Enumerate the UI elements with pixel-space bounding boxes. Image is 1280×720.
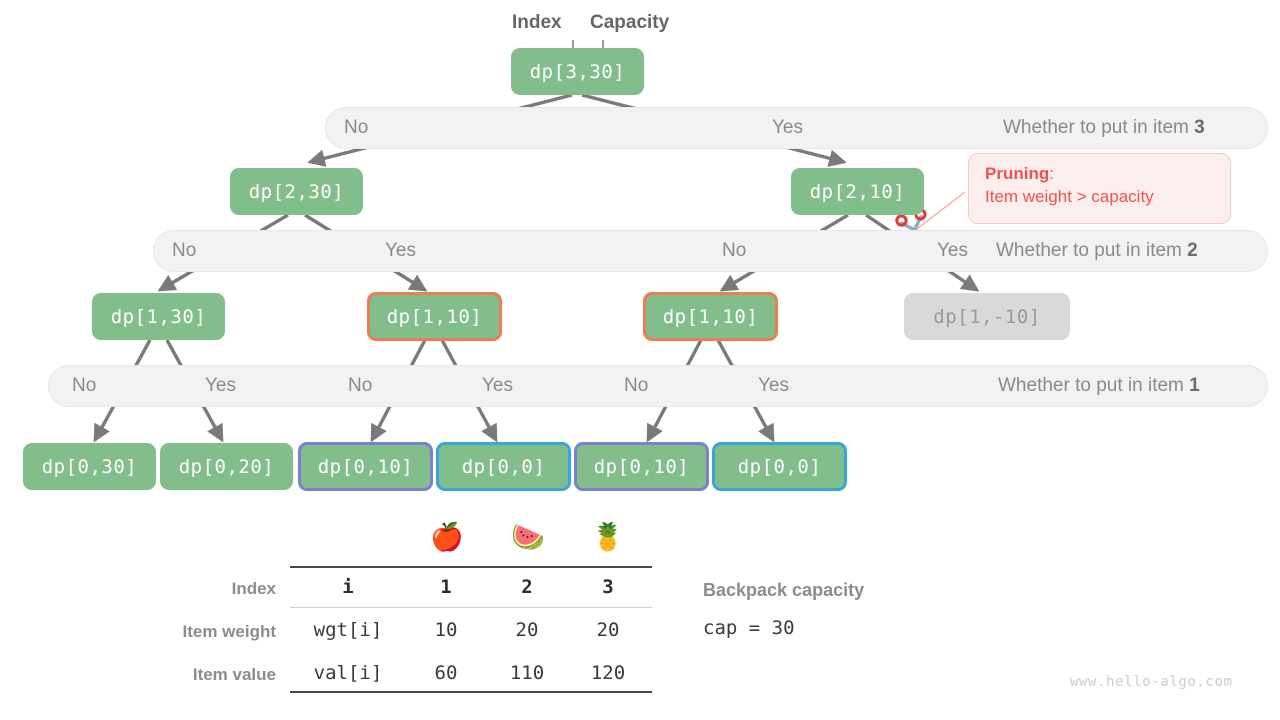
band3-question: Whether to put in item 3 <box>1003 117 1205 138</box>
decision-band-item2 <box>153 230 1268 272</box>
node-leaf-dp-0-10-b[interactable]: dp[0,10] <box>574 442 709 491</box>
band2-yes2: Yes <box>937 240 968 261</box>
pruning-detail: Item weight > capacity <box>985 187 1154 206</box>
node-dp-1-10-left[interactable]: dp[1,10] <box>367 292 502 341</box>
node-leaf-dp-0-0-b[interactable]: dp[0,0] <box>712 442 847 491</box>
annotation-capacity: Capacity <box>590 12 670 33</box>
node-leaf-dp-0-10-a[interactable]: dp[0,10] <box>298 442 433 491</box>
table-row-val-v1: 60 <box>434 662 458 684</box>
table-row-val-name: val[i] <box>313 662 383 684</box>
backpack-capacity-value: cap = 30 <box>703 617 795 639</box>
table-row-val-v3: 120 <box>590 662 626 684</box>
band3-yes: Yes <box>772 117 803 138</box>
node-dp-2-30[interactable]: dp[2,30] <box>230 168 363 215</box>
node-leaf-dp-0-0-a[interactable]: dp[0,0] <box>436 442 571 491</box>
band2-no1: No <box>172 240 197 261</box>
band3-no: No <box>344 117 369 138</box>
band1-no2: No <box>348 375 373 396</box>
node-dp-1-minus10[interactable]: dp[1,-10] <box>904 293 1070 340</box>
table-row-wgt-name: wgt[i] <box>313 619 383 641</box>
table-rule-mid <box>290 607 652 608</box>
band1-no3: No <box>624 375 649 396</box>
pruning-title: Pruning: <box>985 164 1054 183</box>
band1-yes2: Yes <box>482 375 513 396</box>
node-dp-2-10[interactable]: dp[2,10] <box>791 168 924 215</box>
band1-yes3: Yes <box>758 375 789 396</box>
emoji-apple: 🍎 <box>430 522 464 552</box>
node-leaf-dp-0-30[interactable]: dp[0,30] <box>23 443 156 490</box>
band1-yes1: Yes <box>205 375 236 396</box>
band1-question: Whether to put in item 1 <box>998 375 1200 396</box>
decision-band-item3 <box>325 107 1268 149</box>
band2-question: Whether to put in item 2 <box>996 240 1198 261</box>
node-dp-1-30[interactable]: dp[1,30] <box>92 293 225 340</box>
pruning-callout: Pruning: Item weight > capacity <box>968 153 1231 224</box>
node-dp-3-30[interactable]: dp[3,30] <box>511 48 644 95</box>
emoji-pineapple: 🍍 <box>591 522 625 552</box>
table-rule-bottom <box>290 691 652 693</box>
emoji-watermelon: 🍉 <box>511 522 545 552</box>
annotation-index: Index <box>512 12 562 33</box>
table-rowlabel-item-value: Item value <box>192 665 276 684</box>
node-dp-1-10-right[interactable]: dp[1,10] <box>643 292 778 341</box>
table-header-col1: 1 <box>440 576 452 598</box>
table-row-val-v2: 110 <box>509 662 545 684</box>
band2-no2: No <box>722 240 747 261</box>
table-rowlabel-index: Index <box>231 579 276 598</box>
table-header-col3: 3 <box>602 576 614 598</box>
table-row-wgt-v2: 20 <box>515 619 539 641</box>
table-rule-top <box>290 566 652 568</box>
watermark: www.hello-algo.com <box>1070 674 1233 690</box>
band2-yes1: Yes <box>385 240 416 261</box>
table-header-i: i <box>342 576 354 598</box>
band1-no1: No <box>72 375 97 396</box>
decision-band-item1 <box>48 365 1268 407</box>
table-rowlabel-item-weight: Item weight <box>182 622 276 641</box>
backpack-capacity-title: Backpack capacity <box>703 580 865 600</box>
table-row-wgt-v1: 10 <box>434 619 458 641</box>
table-row-wgt-v3: 20 <box>596 619 620 641</box>
node-leaf-dp-0-20[interactable]: dp[0,20] <box>160 443 293 490</box>
table-header-col2: 2 <box>521 576 533 598</box>
